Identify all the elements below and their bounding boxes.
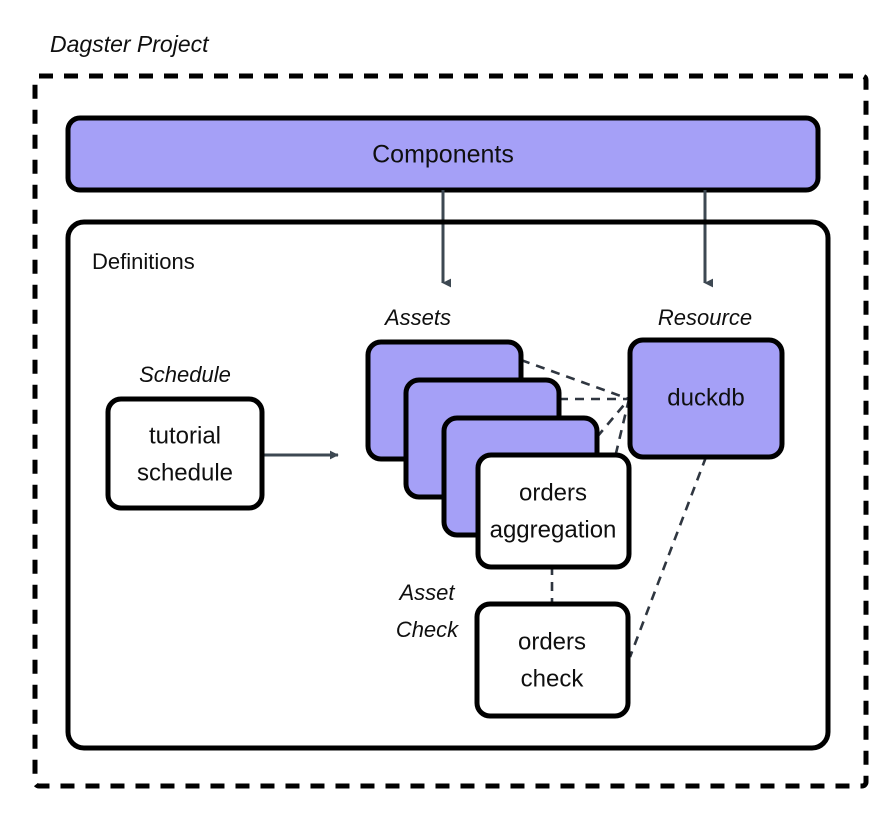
node-orders-check-label-line2: check xyxy=(521,665,585,692)
components-bar[interactable]: Components xyxy=(65,115,821,193)
node-orders-aggregation-label-line2: aggregation xyxy=(490,516,617,543)
node-orders-check-rect[interactable] xyxy=(474,601,631,719)
edge-duckdb-to-orders-check xyxy=(628,456,708,658)
definitions-container-border xyxy=(65,219,831,751)
node-orders-check-label-line1: orders xyxy=(518,628,586,655)
node-orders-aggregation-label-line1: orders xyxy=(519,479,587,506)
definitions-container-label: Definitions xyxy=(92,249,195,274)
node-orders-aggregation-rect[interactable] xyxy=(475,452,632,570)
group-label-asset-check-line1: Asset xyxy=(397,580,455,605)
edge-asset1-to-duckdb xyxy=(520,358,630,401)
node-duckdb[interactable]: duckdb xyxy=(627,337,785,460)
group-label-schedule: Schedule xyxy=(139,362,231,387)
node-duckdb-label: duckdb xyxy=(667,384,744,411)
dashed-links-group xyxy=(520,358,708,658)
node-tutorial-schedule-label-line2: schedule xyxy=(137,459,233,486)
node-duckdb-rect[interactable] xyxy=(627,337,785,460)
node-orders-check[interactable]: orders check xyxy=(474,601,631,719)
edge-orders-aggregation-to-duckdb xyxy=(610,398,631,471)
group-label-asset-check-line2: Check xyxy=(396,617,459,642)
outer-container-title: Dagster Project xyxy=(50,31,210,57)
group-label-assets: Assets xyxy=(383,305,451,330)
node-tutorial-schedule-rect[interactable] xyxy=(105,396,265,511)
node-orders-aggregation[interactable]: orders aggregation xyxy=(475,452,632,570)
outer-container-border xyxy=(32,73,869,789)
definitions-container: Definitions xyxy=(65,219,831,751)
edge-asset3-to-duckdb xyxy=(596,398,630,438)
group-label-resource: Resource xyxy=(658,305,752,330)
outer-container-dagster-project: Dagster Project xyxy=(32,31,869,789)
node-tutorial-schedule[interactable]: tutorial schedule xyxy=(105,396,265,511)
node-tutorial-schedule-label-line1: tutorial xyxy=(149,422,221,449)
components-bar-label: Components xyxy=(372,141,514,169)
